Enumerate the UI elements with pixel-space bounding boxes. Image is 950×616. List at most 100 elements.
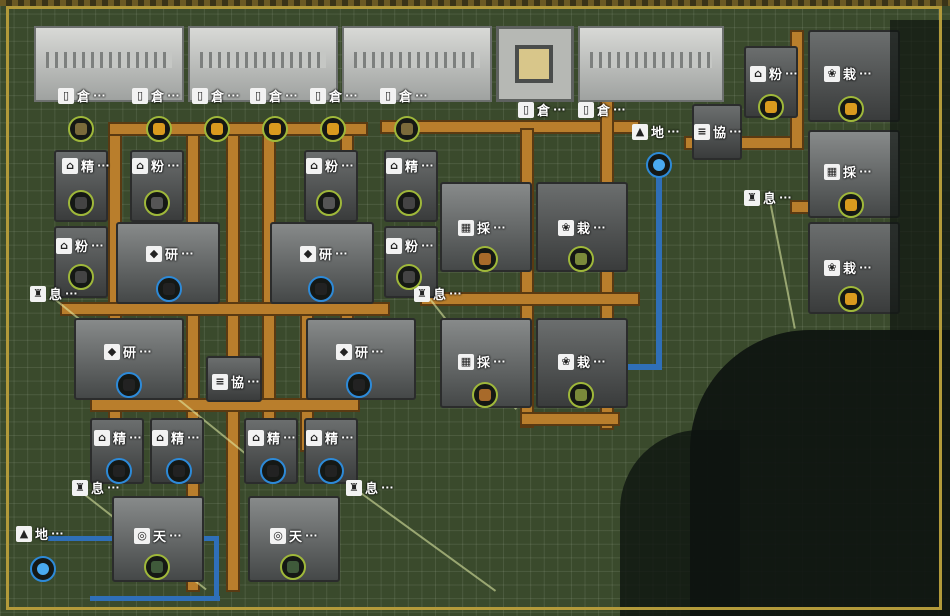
crusher-tag[interactable]: ⌂粉··· — [750, 64, 798, 83]
refiner-icon: ⌂ — [94, 429, 110, 446]
dark-block-icon[interactable] — [308, 276, 334, 302]
dark-block-icon[interactable] — [106, 458, 132, 484]
plant-stalk-icon[interactable] — [472, 246, 498, 272]
planter-icon: ❀ — [558, 219, 574, 236]
warehouse-tag[interactable]: ▯倉··· — [192, 86, 240, 105]
crystal-icon[interactable] — [68, 190, 94, 216]
conveyor-belt[interactable] — [108, 122, 368, 136]
warehouse-tag[interactable]: ▯倉··· — [578, 100, 626, 119]
ground-pump-tag[interactable]: ▲地··· — [16, 524, 64, 543]
dark-block-icon[interactable] — [346, 372, 372, 398]
warehouse-tag[interactable]: ▯倉··· — [380, 86, 428, 105]
planter-tag[interactable]: ❀栽··· — [824, 258, 872, 277]
ore-chunk-icon[interactable] — [838, 192, 864, 218]
crystal-icon[interactable] — [68, 264, 94, 290]
ore-chunk-icon[interactable] — [838, 96, 864, 122]
water-pipe[interactable] — [90, 596, 220, 601]
map-top-edge — [0, 0, 950, 6]
relay-tag[interactable]: ♜息··· — [30, 284, 78, 303]
planter-tag[interactable]: ❀栽··· — [558, 218, 606, 237]
ore-chunk-icon[interactable] — [262, 116, 288, 142]
crystal-icon[interactable] — [280, 554, 306, 580]
conveyor-belt[interactable] — [60, 302, 390, 316]
crusher-tag[interactable]: ⌂粉··· — [132, 156, 180, 175]
plant-stalk-icon[interactable] — [568, 382, 594, 408]
crystal-icon[interactable] — [396, 264, 422, 290]
dark-block-icon[interactable] — [156, 276, 182, 302]
refiner-tag[interactable]: ⌂精··· — [306, 428, 354, 447]
miner-tag[interactable]: ▦採··· — [824, 162, 872, 181]
crusher-tag[interactable]: ⌂粉··· — [306, 156, 354, 175]
relay-link-line — [769, 200, 796, 329]
relay-tag[interactable]: ♜息··· — [744, 188, 792, 207]
planter-icon: ❀ — [558, 353, 574, 370]
ore-chunk-icon[interactable] — [204, 116, 230, 142]
refiner-tag[interactable]: ⌂精··· — [94, 428, 142, 447]
plant-stalk-icon[interactable] — [472, 382, 498, 408]
crusher-icon: ⌂ — [56, 237, 72, 254]
dark-block-icon[interactable] — [260, 458, 286, 484]
relay-tag[interactable]: ♜息··· — [72, 478, 120, 497]
ore-chunk-icon[interactable] — [758, 94, 784, 120]
warehouse-tag[interactable]: ▯倉··· — [310, 86, 358, 105]
ore-chunk-icon[interactable] — [146, 116, 172, 142]
grinder-tag[interactable]: ◆研··· — [300, 244, 348, 263]
warehouse-tag[interactable]: ▯倉··· — [132, 86, 180, 105]
grinder-icon: ◆ — [104, 343, 120, 360]
protocol-stash-tag[interactable]: ≡協··· — [212, 372, 260, 391]
water-pipe[interactable] — [214, 536, 219, 600]
relay-tower-icon: ♜ — [414, 285, 430, 302]
warehouse-tag[interactable]: ▯倉··· — [518, 100, 566, 119]
ore-chunk-icon[interactable] — [838, 286, 864, 312]
dark-block-icon[interactable] — [318, 458, 344, 484]
crystal-icon[interactable] — [316, 190, 342, 216]
heaven-reactor-tag[interactable]: ◎天··· — [134, 526, 182, 545]
plant-stalk-icon[interactable] — [68, 116, 94, 142]
grinder-tag[interactable]: ◆研··· — [104, 342, 152, 361]
water-drop-icon[interactable] — [646, 152, 672, 178]
water-pipe[interactable] — [656, 160, 662, 370]
crystal-icon[interactable] — [396, 190, 422, 216]
protocol-stash-tag[interactable]: ≡協··· — [694, 122, 742, 141]
refiner-icon: ⌂ — [62, 157, 78, 174]
relay-tower-icon: ♜ — [30, 285, 46, 302]
grinder-tag[interactable]: ◆研··· — [336, 342, 384, 361]
core-hub-building[interactable] — [496, 26, 574, 102]
protocol-stash-icon: ≡ — [212, 373, 228, 390]
ground-pump-tag[interactable]: ▲地··· — [632, 122, 680, 141]
warehouse-icon: ▯ — [578, 101, 594, 118]
crusher-tag[interactable]: ⌂粉··· — [386, 236, 434, 255]
plant-stalk-icon[interactable] — [568, 246, 594, 272]
ore-chunk-icon[interactable] — [320, 116, 346, 142]
warehouse-icon: ▯ — [250, 87, 266, 104]
dark-block-icon[interactable] — [166, 458, 192, 484]
conveyor-belt[interactable] — [520, 412, 620, 426]
miner-tag[interactable]: ▦採··· — [458, 218, 506, 237]
grinder-tag[interactable]: ◆研··· — [146, 244, 194, 263]
heaven-reactor-tag[interactable]: ◎天··· — [270, 526, 318, 545]
refiner-tag[interactable]: ⌂精··· — [386, 156, 434, 175]
planter-tag[interactable]: ❀栽··· — [558, 352, 606, 371]
refiner-tag[interactable]: ⌂精··· — [152, 428, 200, 447]
protocol-stash-icon: ≡ — [694, 123, 710, 140]
warehouse-building[interactable] — [342, 26, 492, 102]
crystal-icon[interactable] — [144, 554, 170, 580]
warehouse-tag[interactable]: ▯倉··· — [250, 86, 298, 105]
crusher-tag[interactable]: ⌂粉··· — [56, 236, 104, 255]
dark-block-icon[interactable] — [116, 372, 142, 398]
relay-tag[interactable]: ♜息··· — [414, 284, 462, 303]
refiner-tag[interactable]: ⌂精··· — [62, 156, 110, 175]
relay-tag[interactable]: ♜息··· — [346, 478, 394, 497]
plant-stalk-icon[interactable] — [394, 116, 420, 142]
warehouse-building[interactable] — [578, 26, 724, 102]
water-pipe[interactable] — [620, 364, 662, 370]
miner-tag[interactable]: ▦採··· — [458, 352, 506, 371]
miner-machine[interactable] — [808, 130, 900, 218]
water-drop-icon[interactable] — [30, 556, 56, 582]
crusher-icon: ⌂ — [306, 157, 322, 174]
warehouse-tag[interactable]: ▯倉··· — [58, 86, 106, 105]
crystal-icon[interactable] — [144, 190, 170, 216]
refiner-tag[interactable]: ⌂精··· — [248, 428, 296, 447]
planter-tag[interactable]: ❀栽··· — [824, 64, 872, 83]
